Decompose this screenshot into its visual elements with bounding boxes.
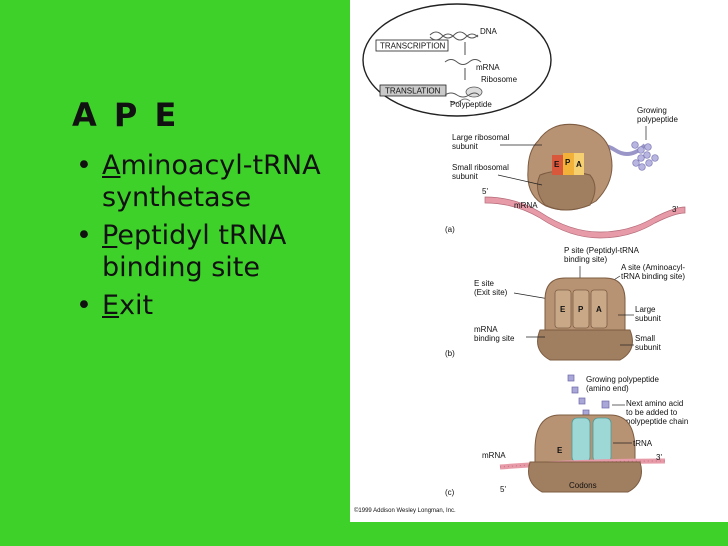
- ribosome-small-a: [536, 170, 596, 211]
- p-label-a: P: [565, 158, 571, 167]
- e-label-a: E: [554, 160, 560, 169]
- next-amino-sub: to be added to: [626, 408, 678, 417]
- a-slot-b: [590, 289, 608, 329]
- a-label-a: A: [576, 160, 582, 169]
- inset-dna-label: DNA: [480, 27, 498, 36]
- p-site-a: [563, 153, 574, 175]
- inset-mrna-2: [444, 92, 480, 98]
- bullet-key-a: A: [102, 150, 121, 181]
- inset-mrna: [444, 59, 482, 65]
- bullet-dot: •: [76, 220, 92, 251]
- leader-small: [497, 174, 543, 186]
- large-subunit-label: subunit: [452, 142, 479, 151]
- e-label-c: E: [557, 446, 563, 455]
- bullet-key-p: P: [102, 220, 118, 251]
- inset-ribosome-label: Ribosome: [481, 75, 518, 84]
- panel-a-tag: (a): [445, 225, 455, 234]
- p-slot-b: [572, 289, 590, 329]
- inset-polypeptide-label: Polypeptide: [450, 100, 492, 109]
- mrna-label-c: mRNA: [482, 451, 506, 460]
- slide-title: A P E: [72, 96, 180, 134]
- a-site-sub: tRNA binding site): [621, 272, 685, 281]
- ribosome-small-b: [537, 329, 633, 361]
- amino-end-label: (amino end): [586, 384, 629, 393]
- trna-label: tRNA: [633, 439, 653, 448]
- mrna-label-a: mRNA: [514, 201, 538, 210]
- p-site-sub: binding site): [564, 255, 607, 264]
- large-sub-b: subunit: [635, 314, 662, 323]
- copyright-label: ©1999 Addison Wesley Longman, Inc.: [354, 507, 456, 514]
- codons-label: Codons: [569, 481, 597, 490]
- ribosome-diagram: TRANSCRIPTION TRANSLATION DNA mRNA Ribos…: [354, 3, 688, 514]
- bullet-key-e: E: [102, 290, 120, 321]
- bullet-item-aminoacyl: • Aminoacyl-tRNA synthetase: [74, 150, 354, 214]
- bullet-item-peptidyl: • Peptidyl tRNA binding site: [74, 220, 354, 284]
- next-amino-acid: [601, 400, 610, 409]
- inset-mrna-label: mRNA: [476, 63, 500, 72]
- panel-b-tag: (b): [445, 349, 455, 358]
- small-subunit-label: subunit: [452, 172, 479, 181]
- polypeptide-beads: [631, 141, 659, 171]
- ribosome-small-c: [528, 461, 642, 493]
- polypeptide-label: polypeptide: [637, 115, 678, 124]
- e-slot-b: [554, 289, 572, 329]
- bullet-list: • Aminoacyl-tRNA synthetase • Peptidyl tRN…: [74, 150, 354, 328]
- bullet-text-peptidyl: eptidyl tRNA binding site: [102, 220, 287, 283]
- dna-helix: [429, 31, 479, 39]
- bullet-dot: •: [76, 150, 92, 181]
- large-ribosomal-label: Large ribosomal: [452, 133, 510, 142]
- inset-polypeptide: [449, 98, 471, 104]
- p-site-label: P site (Peptidyl-tRNA: [564, 246, 640, 255]
- five-prime-c: 5': [500, 485, 506, 494]
- next-amino-sub2: polypeptide chain: [626, 417, 688, 426]
- next-amino-label: Next amino acid: [626, 399, 683, 408]
- mrna-strand-a: [484, 196, 686, 239]
- dna-helix-2: [429, 33, 479, 41]
- e-site-label: E site: [474, 279, 495, 288]
- translation-box: [379, 84, 447, 97]
- mrna-binding-sub: binding site: [474, 334, 515, 343]
- growing-label: Growing: [637, 106, 667, 115]
- e-site-sub: (Exit site): [474, 288, 508, 297]
- transcription-box: [375, 39, 449, 52]
- bullet-dot: •: [76, 290, 92, 321]
- trna-p-c: [571, 417, 591, 463]
- transcription-label: TRANSCRIPTION: [380, 42, 446, 51]
- a-site-a: [574, 153, 584, 175]
- large-label-b: Large: [635, 305, 656, 314]
- e-site-a: [552, 155, 563, 175]
- three-prime-c: 3': [656, 453, 662, 462]
- small-label-b: Small: [635, 334, 655, 343]
- e-label-b: E: [560, 305, 566, 314]
- small-ribosomal-label: Small ribosomal: [452, 163, 509, 172]
- bullet-text-aminoacyl: minoacyl-tRNA synthetase: [102, 150, 321, 213]
- growing-polypeptide-label: Growing polypeptide: [586, 375, 659, 384]
- ribosome-figure: TRANSCRIPTION TRANSLATION DNA mRNA Ribos…: [350, 0, 728, 522]
- a-site-label: A site (Aminoacyl-: [621, 263, 685, 272]
- panel-c-tag: (c): [445, 488, 455, 497]
- mrna-binding-label: mRNA: [474, 325, 498, 334]
- a-label-b: A: [596, 305, 602, 314]
- bullet-text-exit: xit: [119, 290, 154, 321]
- trna-a-c: [592, 417, 612, 463]
- three-prime-a: 3': [672, 205, 678, 214]
- five-prime-a: 5': [482, 187, 488, 196]
- bullet-item-exit: • Exit: [74, 290, 354, 322]
- translation-label: TRANSLATION: [385, 87, 441, 96]
- p-label-b: P: [578, 305, 584, 314]
- small-sub-b: subunit: [635, 343, 662, 352]
